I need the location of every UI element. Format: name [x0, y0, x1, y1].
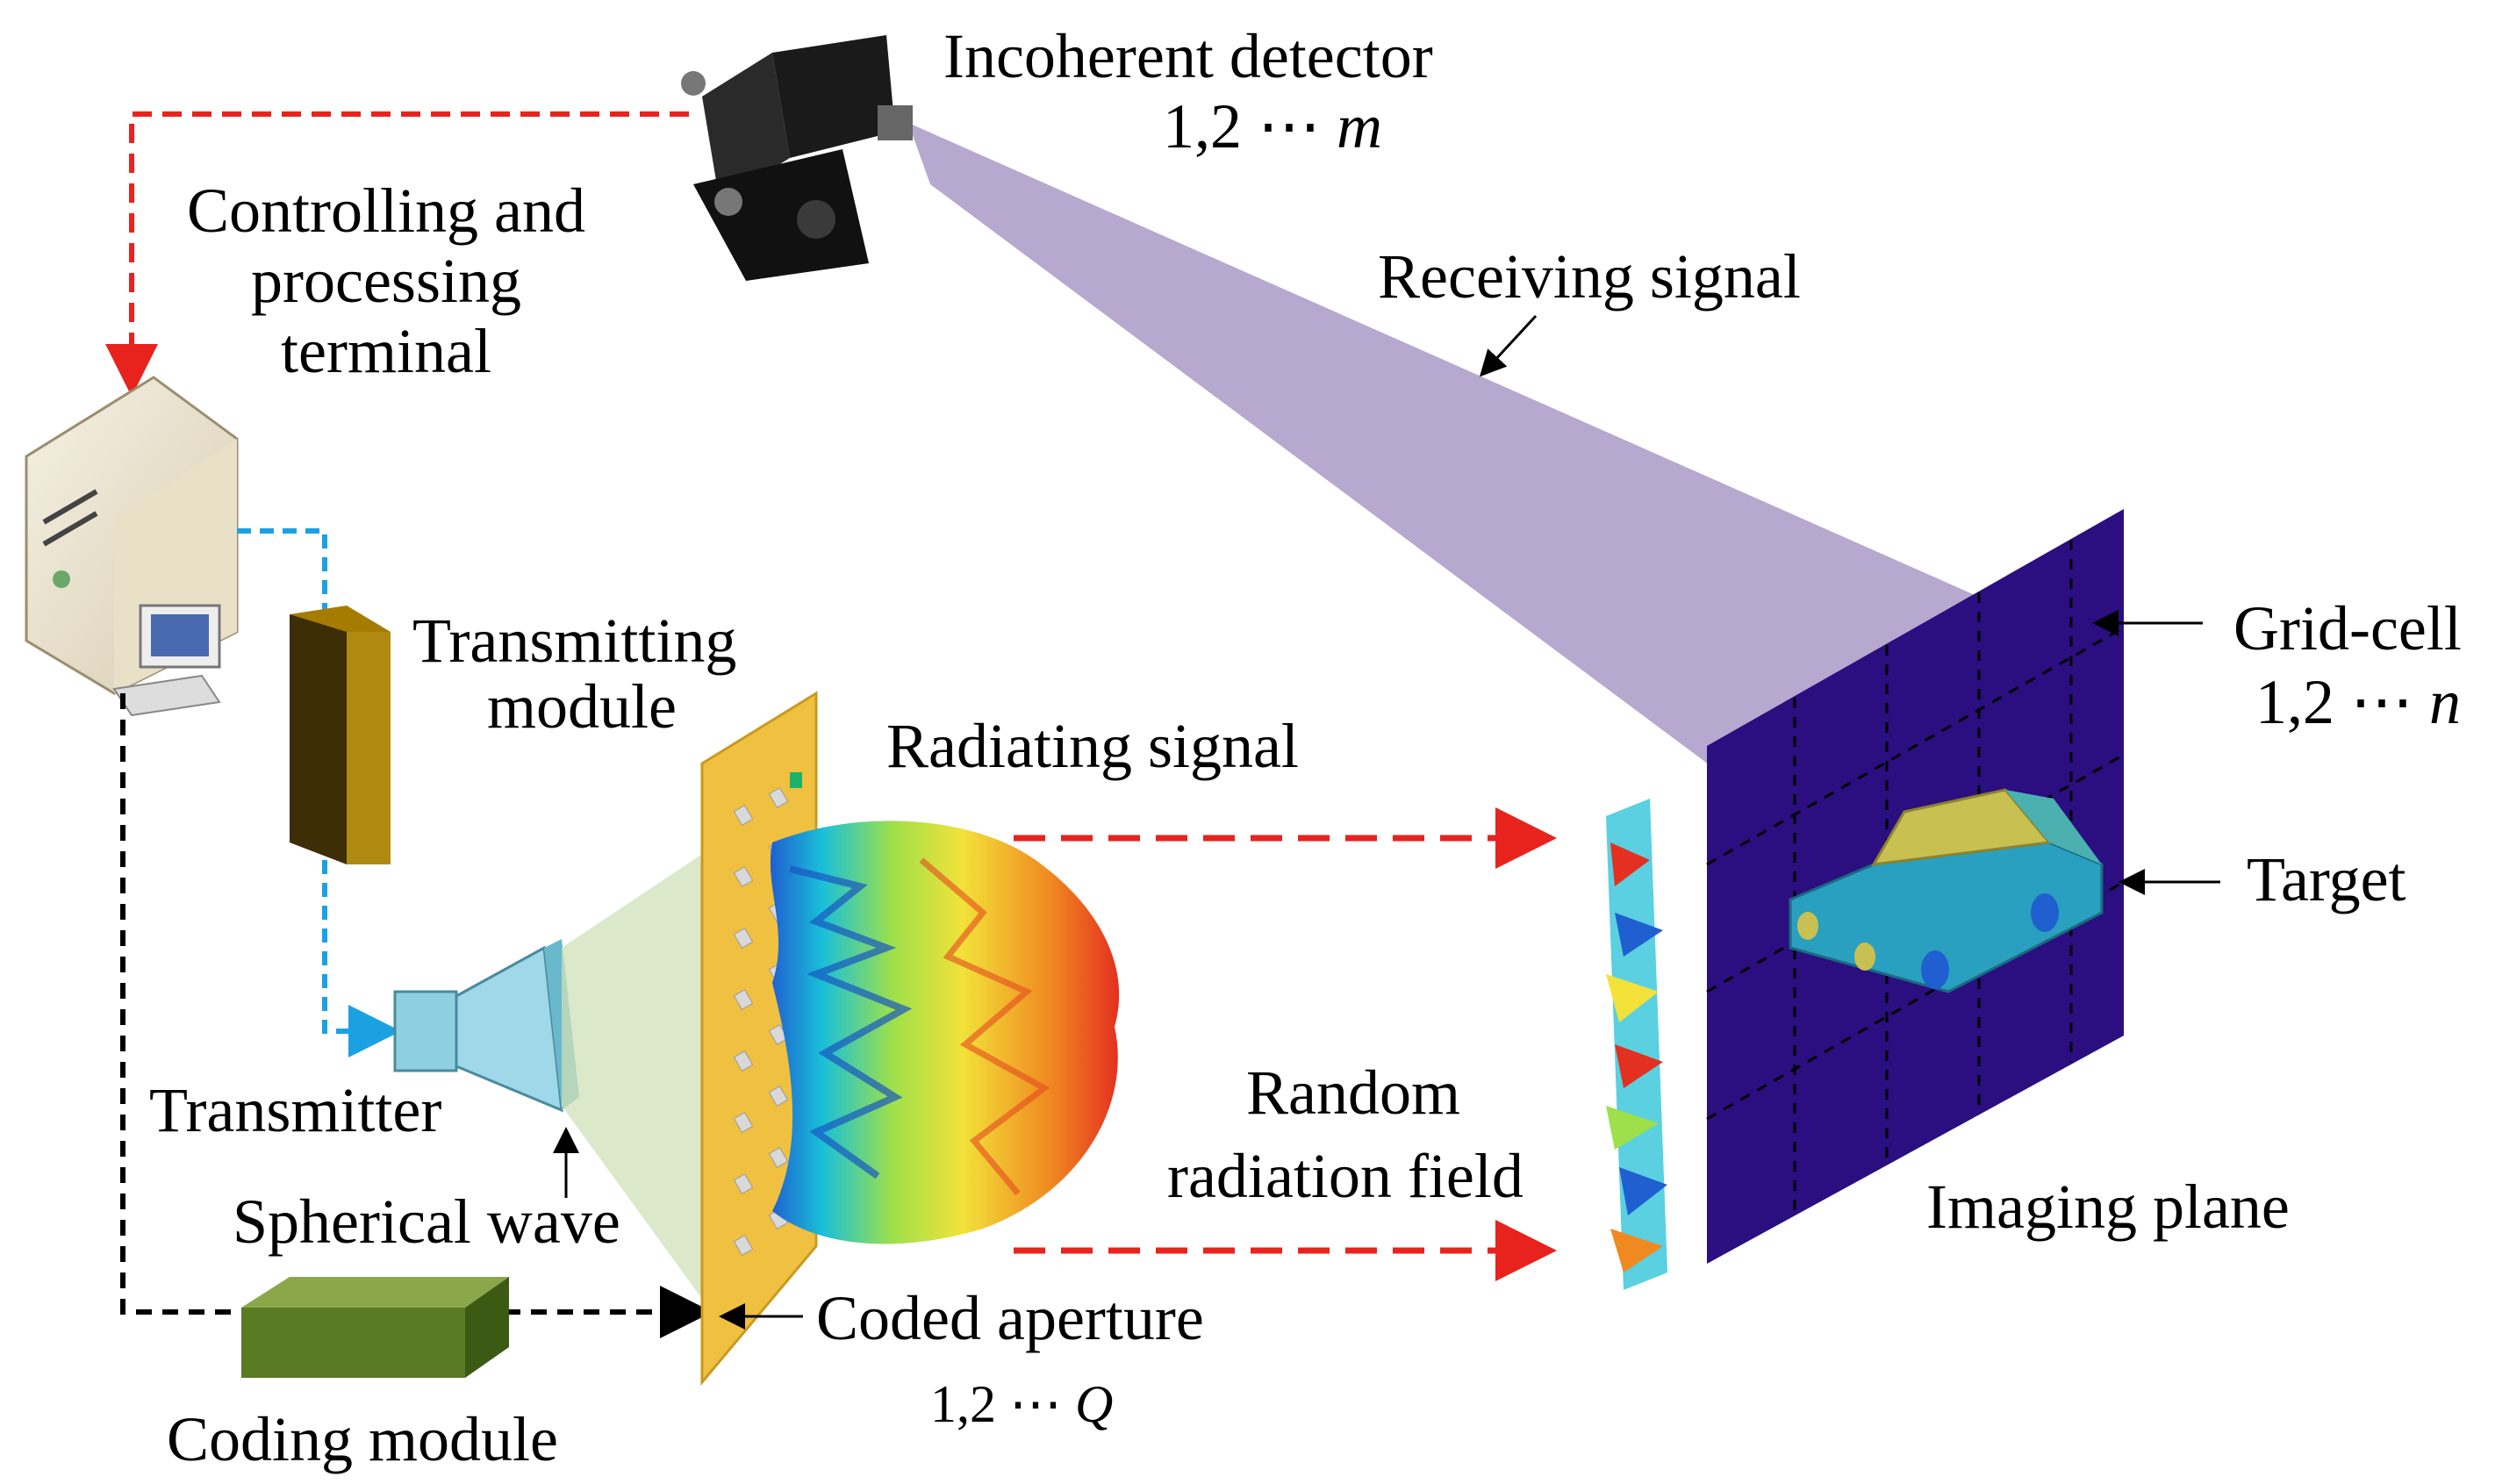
controlling-label-line1: Controlling and	[187, 176, 585, 246]
controlling-label-line2: processing	[251, 246, 521, 316]
target-label: Target	[2247, 844, 2406, 914]
random-field-label-line2: radiation field	[1167, 1141, 1524, 1211]
receiving-signal-label: Receiving signal	[1378, 241, 1801, 312]
control-link-line	[105, 111, 689, 397]
coded-aperture-label: Coded aperture	[816, 1283, 1204, 1353]
transmit-link-line-upper	[237, 528, 327, 614]
imaging-plane-label: Imaging plane	[1926, 1172, 2290, 1242]
controlling-label-line3: terminal	[281, 316, 491, 386]
grid-cell-label: Grid-cell	[2233, 593, 2462, 663]
detector-icon	[681, 35, 913, 281]
target-car	[1789, 788, 2104, 993]
detector-index-label: 1,2 ⋯ m	[1163, 91, 1382, 161]
receiving-pointer-arrow	[1479, 314, 1538, 377]
coding-module-label: Coding module	[167, 1404, 558, 1474]
transmit-link-line-lower	[322, 860, 401, 1057]
grid-cell-index-label: 1,2 ⋯ n	[2255, 667, 2461, 737]
random-field-label-line1: Random	[1246, 1057, 1460, 1128]
coding-module-block	[241, 1277, 509, 1378]
transmitting-label-line1: Transmitting	[412, 606, 737, 676]
transmitter-label: Transmitter	[149, 1075, 442, 1145]
spherical-wave-label: Spherical wave	[233, 1186, 620, 1257]
transmitting-module-block	[290, 606, 391, 864]
spherical-wave-cone	[562, 842, 720, 1299]
detector-title-label: Incoherent detector	[943, 21, 1433, 91]
coded-aperture-index-label: 1,2 ⋯ Q	[930, 1375, 1114, 1433]
computer-icon	[25, 376, 239, 717]
transmitting-label-line2: module	[487, 671, 677, 742]
radiating-signal-label: Radiating signal	[886, 711, 1299, 781]
random-field-strip	[1606, 799, 1667, 1290]
receiving-signal-beam	[908, 123, 2018, 878]
radiation-pattern	[770, 821, 1120, 1244]
